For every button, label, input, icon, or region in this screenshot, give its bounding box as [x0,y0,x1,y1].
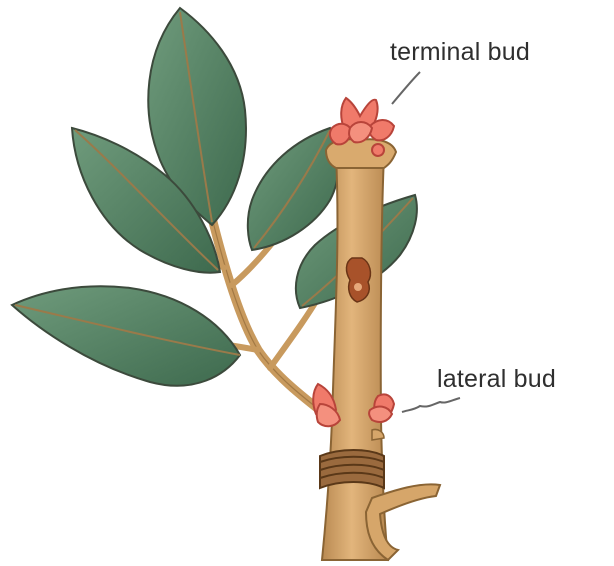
terminal-bud-label: terminal bud [390,38,530,67]
main-stem [322,139,440,560]
leaf-lower-left [12,286,240,386]
bud-scale-ring [320,450,384,488]
lateral-bud-label: lateral bud [437,365,556,394]
lateral-bud-pointer [402,398,460,412]
leaf-scar [346,258,370,302]
leaf-upper-right [248,128,338,250]
terminal-bud-pointer [392,72,420,104]
